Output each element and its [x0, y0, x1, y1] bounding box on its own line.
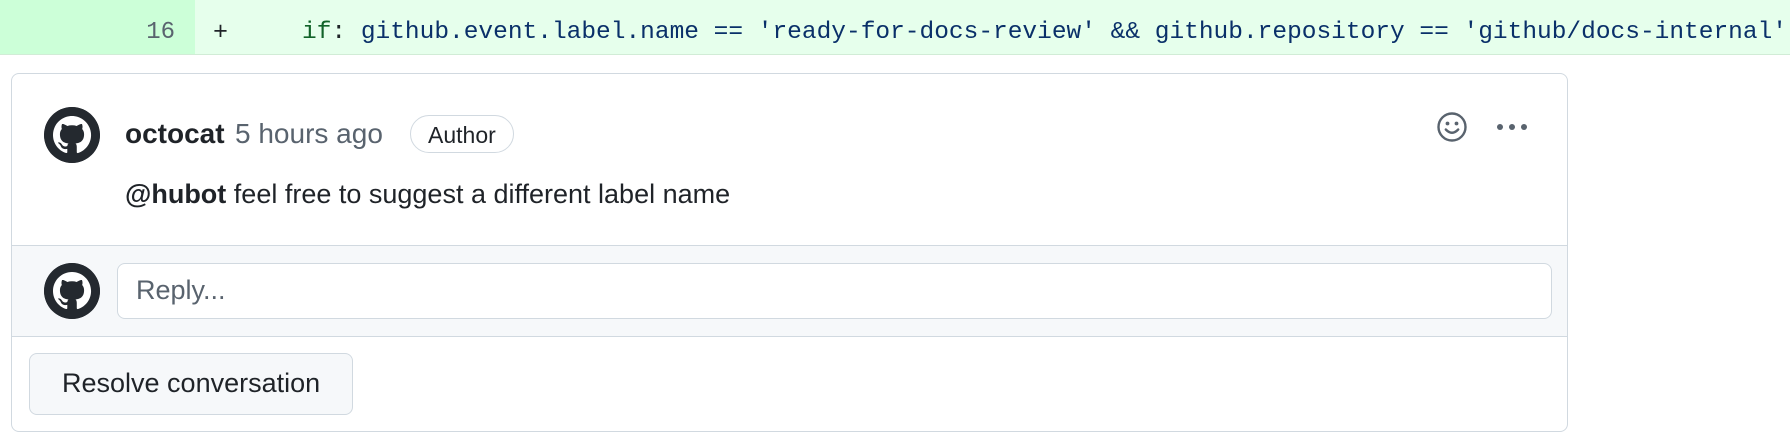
code-string-2: 'github/docs-internal' [1463, 19, 1787, 46]
code-and: && [1095, 19, 1155, 46]
review-comment: octocat 5 hours ago Author @hubot feel f… [12, 74, 1567, 245]
comment-body: @hubot feel free to suggest a different … [125, 174, 730, 214]
code-string-1: 'ready-for-docs-review' [757, 19, 1096, 46]
diff-line-gutter: 16 [0, 0, 195, 54]
diff-line-number[interactable]: 16 [146, 19, 175, 46]
reply-section: Reply... [12, 245, 1567, 337]
user-mention[interactable]: @hubot [125, 179, 227, 209]
diff-added-line: 16 + if: github.event.label.name == 'rea… [0, 0, 1790, 55]
review-thread: octocat 5 hours ago Author @hubot feel f… [11, 73, 1568, 432]
add-reaction-button[interactable] [1432, 107, 1472, 147]
avatar[interactable] [44, 107, 100, 163]
code-expr-right: github.repository [1154, 19, 1405, 46]
diff-code: if: github.event.label.name == 'ready-fo… [302, 0, 1787, 54]
code-keyword: if [302, 19, 332, 46]
avatar [44, 263, 100, 319]
resolve-section: Resolve conversation [12, 337, 1567, 431]
code-colon: : [331, 19, 361, 46]
comment-author[interactable]: octocat [125, 118, 225, 149]
github-mark-icon [44, 263, 100, 319]
comment-timestamp[interactable]: 5 hours ago [235, 118, 383, 149]
reply-input[interactable]: Reply... [117, 263, 1552, 319]
code-expr-left: github.event.label.name [360, 19, 699, 46]
code-op-1: == [698, 19, 758, 46]
comment-text: feel free to suggest a different label n… [226, 179, 731, 209]
more-options-button[interactable] [1492, 107, 1532, 147]
diff-add-marker: + [213, 18, 229, 47]
code-op-2: == [1404, 19, 1464, 46]
github-mark-icon [44, 107, 100, 163]
kebab-horizontal-icon [1497, 124, 1527, 130]
resolve-conversation-button[interactable]: Resolve conversation [29, 353, 354, 415]
smiley-icon [1437, 112, 1467, 142]
author-badge: Author [410, 115, 514, 153]
